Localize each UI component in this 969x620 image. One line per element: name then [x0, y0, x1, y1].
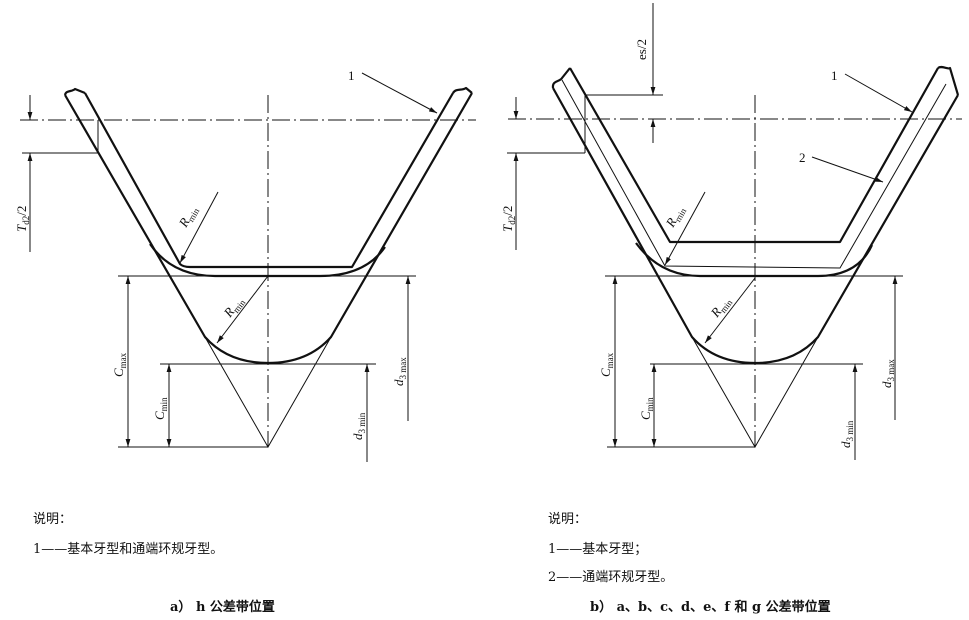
cmin-label: Cmin	[152, 397, 169, 420]
basic-profile	[84, 92, 454, 269]
legend-item-a-1: 1——基本牙型和通端环规牙型。	[33, 542, 224, 557]
legend-item-b-2: 2——通端环规牙型。	[548, 570, 674, 585]
rmin-upper-label: Rmin	[175, 203, 201, 232]
rmin-upper-label: Rmin	[662, 203, 688, 232]
crest-round	[635, 242, 874, 278]
td2-label: Td2/2	[500, 206, 517, 232]
es-label: es/2	[634, 39, 649, 60]
td2-label: Td2/2	[14, 206, 31, 232]
rmin-lower-label: Rmin	[707, 293, 735, 322]
cmax-label: Cmax	[598, 352, 615, 377]
break-right	[452, 86, 473, 94]
basic-profile	[569, 67, 939, 244]
d3max-label: d3 max	[879, 359, 896, 388]
caption-a: a） h 公差带位置	[170, 600, 275, 615]
d3min-label: d3 min	[838, 420, 855, 448]
caption-b: b） a、b、c、d、e、f 和 g 公差带位置	[590, 600, 831, 615]
gauge-profile	[561, 79, 947, 269]
callout-2: 2	[799, 150, 806, 165]
break-left	[551, 67, 571, 89]
figure-b-drawing: 1 2 es/2 Td2/2 Rmin Rmin Cmax Cmin d3 ma…	[500, 3, 962, 460]
rmin-lower-label: Rmin	[220, 293, 248, 322]
root-profile	[64, 92, 473, 365]
d3min-label: d3 min	[350, 412, 367, 440]
d3max-label: d3 max	[391, 357, 408, 386]
figure-a-drawing: 1 Td2/2 Rmin Rmin Cmax Cmin d3 max d3 mi…	[14, 68, 476, 462]
callout-1: 1	[831, 68, 838, 83]
cmax-label: Cmax	[111, 352, 128, 377]
break-right	[937, 65, 960, 96]
legend-title-a: 说明：	[33, 512, 73, 527]
legend-item-b-1: 1——基本牙型；	[548, 542, 648, 557]
legend-title-b: 说明：	[548, 512, 588, 527]
break-left	[63, 87, 86, 96]
cmin-label: Cmin	[638, 397, 655, 420]
root-profile	[552, 87, 959, 365]
callout-1: 1	[348, 68, 355, 83]
